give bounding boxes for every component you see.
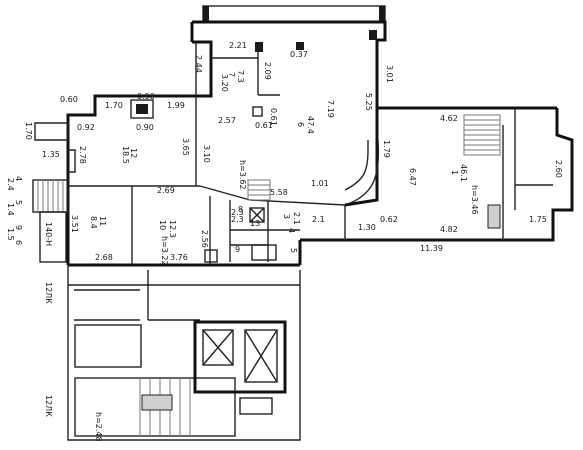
elevator-shafts	[193, 320, 287, 415]
dim-label: 2.09	[263, 62, 272, 80]
top-parapet	[202, 5, 386, 23]
dim-label: 1.30	[358, 223, 376, 232]
room-1-height: h=3.46	[470, 185, 479, 215]
dim-label: 3.20	[220, 74, 229, 92]
dim-label: 2.78	[78, 146, 87, 164]
dimension-labels: 2.21 2.09 0.37 2.44 3.01 3.20 7.19 5.25 …	[24, 41, 563, 262]
left-panel-side-label: 140-Н	[44, 222, 53, 246]
left-panel-value-2: 6	[14, 240, 23, 245]
room-11-number: 11	[98, 216, 107, 226]
left-panel-value-1: 9	[14, 225, 23, 230]
room-13-number: 13	[250, 219, 260, 228]
left-bay	[34, 122, 76, 173]
room-8-area: 2.3	[231, 215, 244, 224]
room-10-height: h=3.22	[160, 236, 169, 266]
dim-label: 11.39	[420, 244, 443, 253]
lower-side-labels: 12ЛК 12ЛК h=2.48	[44, 282, 103, 442]
dim-label: 2.21	[229, 41, 247, 50]
left-stair	[32, 179, 69, 263]
dim-label: 0.61	[269, 108, 278, 126]
dim-label: 0.37	[290, 50, 308, 59]
dim-label: 1.70	[24, 122, 33, 140]
left-panel-top: 4	[14, 176, 23, 181]
dim-label: 2.60	[554, 160, 563, 178]
room-4-number: 4	[287, 228, 296, 233]
room-labels: 1 46.1 h=3.46 6 47.4 h=3.62 7 7.3 12 18.…	[89, 70, 479, 266]
dim-label: 0.60	[60, 95, 78, 104]
dim-label: 3.01	[385, 65, 394, 83]
dim-label: 4.62	[440, 114, 458, 123]
room-8-number: 8	[238, 205, 243, 214]
dim-label: 2.44	[194, 55, 203, 73]
dim-label: 0.90	[136, 123, 154, 132]
left-panel-ratio1: 2.4	[6, 178, 15, 191]
room-1-area: 46.1	[459, 164, 468, 182]
dim-label: 1.79	[382, 140, 391, 158]
dim-label: 0.92	[77, 123, 95, 132]
stair-height: h=2.48	[94, 412, 103, 442]
dim-label: 3.76	[170, 253, 188, 262]
dim-label: 5.58	[270, 188, 288, 197]
room-11-area: 8.4	[89, 216, 98, 229]
room-6-number: 6	[296, 122, 305, 127]
left-panel-a: 1.5	[6, 228, 15, 241]
dim-label: 2.1	[312, 215, 325, 224]
room-3-number: 3	[282, 214, 291, 219]
dim-label: 0.61	[255, 121, 273, 130]
room-12-area: 18.5	[121, 146, 130, 164]
dim-label: 2.3	[231, 208, 244, 217]
room-1-number: 1	[450, 170, 459, 175]
room-5-number: 5	[289, 248, 298, 253]
lk-label-top: 12ЛК	[44, 282, 53, 304]
dim-label: 3.65	[181, 138, 190, 156]
dim-label: 3.51	[70, 215, 79, 233]
room-10-area: 12.3	[168, 220, 177, 238]
room-7-area: 7.3	[236, 70, 245, 83]
dim-label: 1.75	[529, 215, 547, 224]
interior-walls	[68, 42, 553, 265]
dim-label: 7.19	[326, 100, 335, 118]
room-10-number: 10	[158, 220, 167, 230]
room-6-height: h=3.62	[238, 160, 247, 190]
dim-label: 4.82	[440, 225, 458, 234]
left-panel-value-0: 5	[14, 200, 23, 205]
stair-room-1	[463, 114, 501, 229]
dim-label: 2.56	[200, 230, 209, 248]
left-panel-ratio2: 1.4	[6, 203, 15, 216]
lk-label-bottom: 12ЛК	[44, 395, 53, 417]
dim-label: 1.01	[311, 179, 329, 188]
dim-label: 1.70	[105, 101, 123, 110]
dim-label: 2.69	[157, 186, 175, 195]
dim-label: 1.35	[42, 150, 60, 159]
dim-label: 5.25	[364, 93, 373, 111]
dim-label: 0.90	[137, 92, 155, 101]
dim-label: 1.99	[167, 101, 185, 110]
lower-block	[68, 270, 300, 437]
room-7-number: 7	[227, 72, 236, 77]
dim-label: 0.62	[380, 215, 398, 224]
stair-center	[247, 179, 271, 201]
dim-label: 3.10	[202, 145, 211, 163]
fixtures	[130, 30, 377, 263]
room-3-area: 2.1	[292, 212, 301, 225]
room-6-area: 47.4	[306, 116, 315, 134]
room-12-number: 12	[129, 148, 138, 158]
dim-label: 2.68	[95, 253, 113, 262]
dim-label: 2.57	[218, 116, 236, 125]
room-9-number: 9	[235, 245, 240, 254]
outer-walls	[66, 20, 574, 441]
left-panel: 4 2.4 5 1.4 9 1.5 6 140-Н	[6, 176, 53, 246]
dim-label: 6.47	[408, 168, 417, 186]
